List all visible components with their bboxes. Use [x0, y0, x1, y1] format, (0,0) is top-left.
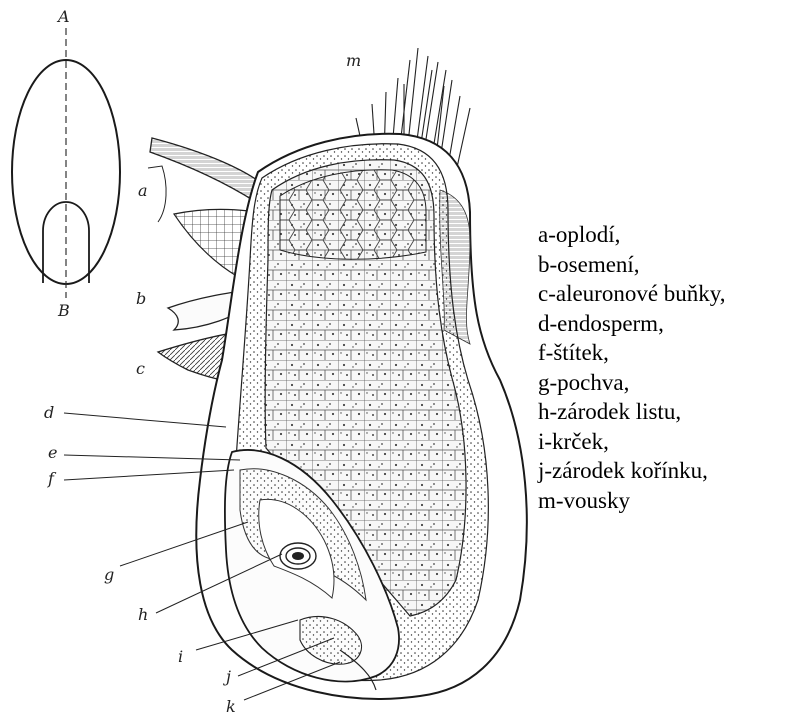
- legend-item: a-oplodí,: [538, 220, 726, 250]
- legend-item: g-pochva,: [538, 368, 726, 398]
- legend-item: h-zárodek listu,: [538, 397, 726, 427]
- callout-i: i: [178, 647, 183, 666]
- callout-k: k: [226, 697, 236, 716]
- legend-item: c-aleuronové buňky,: [538, 279, 726, 309]
- legend-item: m-vousky: [538, 486, 726, 516]
- leaf-primordium: [280, 543, 316, 569]
- legend: a-oplodí, b-osemení, c-aleuronové buňky,…: [538, 220, 726, 515]
- callout-j: j: [223, 667, 231, 686]
- callout-c: c: [136, 359, 145, 378]
- legend-item: f-štítek,: [538, 338, 726, 368]
- legend-item: i-krček,: [538, 427, 726, 457]
- callout-b: b: [136, 289, 146, 308]
- callout-e: e: [48, 443, 57, 462]
- callout-f: f: [47, 469, 57, 488]
- axis-label-b: B: [57, 301, 70, 320]
- legend-item: b-osemení,: [538, 250, 726, 280]
- seed-outline: [12, 28, 120, 298]
- callout-g: g: [104, 565, 114, 584]
- callout-h: h: [138, 605, 148, 624]
- legend-item: d-endosperm,: [538, 309, 726, 339]
- callout-d: d: [44, 403, 54, 422]
- callout-m: m: [346, 51, 361, 70]
- axis-label-a: A: [56, 7, 70, 26]
- legend-item: j-zárodek kořínku,: [538, 456, 726, 486]
- callout-a: a: [138, 181, 148, 200]
